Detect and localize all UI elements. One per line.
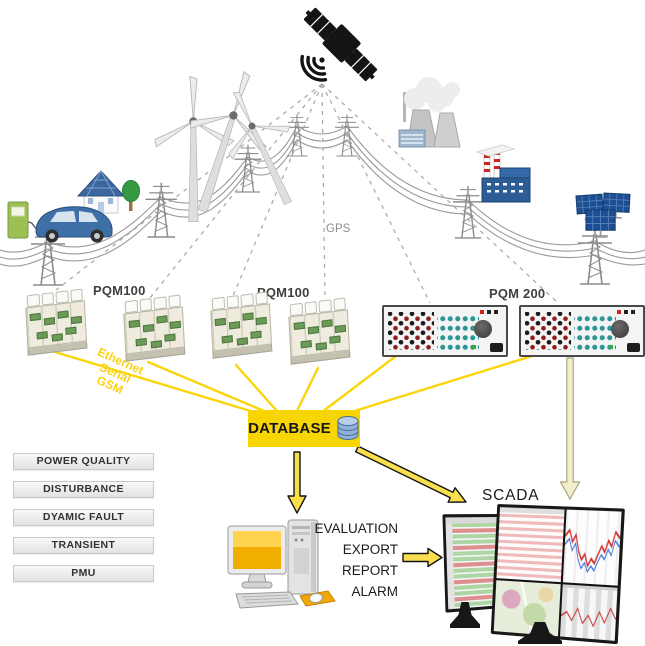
scada-map-view [493, 579, 561, 636]
pqm200-label: PQM 200 [489, 286, 546, 301]
transmission-tower-icon [284, 114, 310, 157]
satellite-icon [300, 7, 378, 82]
scada-trend-chart [562, 509, 622, 586]
scada-alarm-table [496, 507, 565, 582]
database-icon [337, 416, 359, 440]
pqm100-device [123, 294, 186, 362]
pqm200-device [519, 305, 645, 357]
pqm100-device [210, 291, 273, 359]
pqm200-device [382, 305, 508, 357]
transmission-tower-icon [452, 185, 484, 239]
database-to-computer-arrow [287, 451, 307, 514]
power-plant-icon [398, 77, 461, 148]
pqm100-device [25, 288, 88, 356]
scada-monitor-right [490, 504, 625, 645]
functions-list: EVALUATION EXPORT REPORT ALARM [300, 518, 398, 602]
scada-label: SCADA [482, 487, 540, 504]
function-report: REPORT [341, 563, 398, 578]
scada-waveform-chart [559, 583, 618, 641]
function-alarm: ALARM [351, 584, 398, 599]
gps-label: GPS [326, 223, 351, 235]
database-label: DATABASE [248, 420, 331, 437]
function-export: EXPORT [342, 542, 398, 557]
database-to-scada-arrow [355, 445, 467, 503]
feature-badge-disturbance: DISTURBANCE [13, 481, 154, 498]
function-evaluation: EVALUATION [314, 521, 398, 536]
scada-monitors [438, 496, 645, 646]
solar-panels-icon [575, 192, 631, 238]
report-to-scada-arrow [402, 547, 443, 568]
feature-badge-pmu: PMU [13, 565, 154, 582]
evaluation-computer-icon [227, 519, 336, 609]
factory-icon [475, 144, 531, 203]
feature-badge-transient: TRANSIENT [13, 537, 154, 554]
features-list: POWER QUALITY DISTURBANCE DYAMIC FAULT T… [13, 453, 154, 593]
transmission-tower-icon [144, 182, 178, 238]
feature-badge-dynamic-fault: DYAMIC FAULT [13, 509, 154, 526]
ev-charging-icon [7, 201, 113, 243]
feature-badge-power-quality: POWER QUALITY [13, 453, 154, 470]
pqm100-device [288, 297, 351, 365]
gps-beam-lines [55, 83, 559, 304]
power-lines [0, 125, 645, 267]
pqm100-label-left: PQM100 [93, 283, 146, 298]
pqm100-label-mid: PQM100 [257, 285, 310, 300]
database-node: DATABASE [248, 410, 360, 447]
solar-house-icon [76, 170, 126, 214]
pqm200-to-scada-arrow [559, 357, 581, 501]
device-database-links [53, 350, 534, 415]
tree-icon [122, 180, 140, 211]
